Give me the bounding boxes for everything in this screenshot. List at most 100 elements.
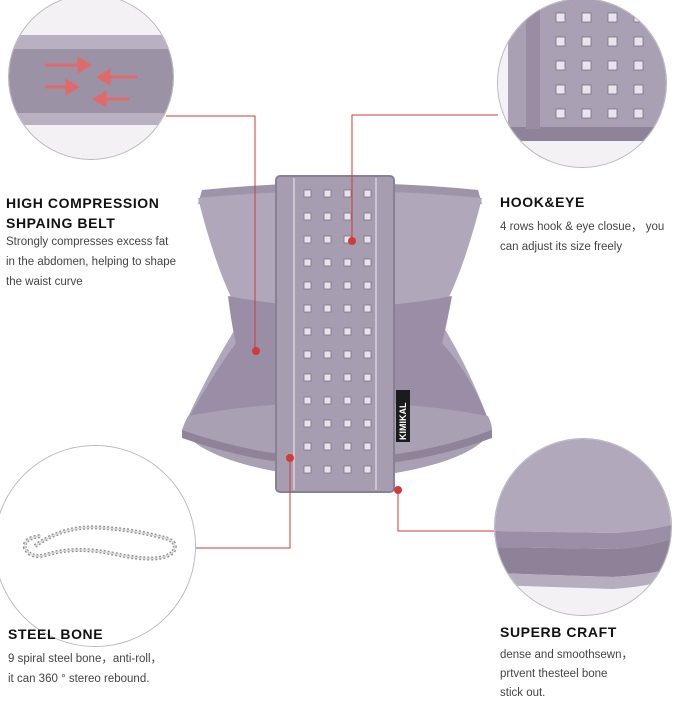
hook-eye [323,281,332,290]
compression-description: Strongly compresses excess fat in the ab… [6,232,176,292]
hook-eye [363,350,372,359]
craft-desc-line-2: prtvent thesteel bone [500,668,608,680]
hook-eye [363,465,372,474]
hook-eye [303,350,312,359]
hook-eye [303,304,312,313]
steel-bone-desc-line-2: it can 360 ° stereo rebound. [8,673,150,685]
compression-desc-line-3: the waist curve [6,276,83,288]
hook-eye [343,189,352,198]
hook-eye [323,189,332,198]
hook-eye [343,419,352,428]
hook-eye [303,442,312,451]
hook-eye [303,327,312,336]
hook-eye [343,373,352,382]
compression-detail-image [8,0,174,160]
hook-eye-detail-image [497,0,667,168]
hook-eye [323,235,332,244]
hook-eye [363,373,372,382]
hook-eye [581,60,592,71]
hook-eye [363,327,372,336]
hook-eye [323,419,332,428]
brand-tag: KIMIKAL [398,402,408,440]
hook-eye [363,396,372,405]
hook-eye [303,465,312,474]
hook-eye-title-line-1: HOOK&EYE [500,194,585,210]
steel-bone-desc-line-1: 9 spiral steel bone，anti-roll， [8,653,163,665]
hook-eye [343,304,352,313]
hook-eye [633,36,644,47]
hook-eye [303,235,312,244]
hook-eye [607,12,618,23]
craft-desc-line-3: stick out. [500,687,546,699]
craft-detail-image [494,438,672,616]
hook-eye-description: 4 rows hook & eye closue， you can adjust… [500,217,664,257]
hook-eye [343,465,352,474]
steel-bone-detail-image [0,445,196,647]
hook-eye [555,12,566,23]
craft-title: SUPERB CRAFT [500,622,617,642]
hook-eye [323,350,332,359]
hook-eye [607,60,618,71]
hook-eye [581,84,592,95]
hook-eye [343,258,352,267]
hook-eye [343,281,352,290]
hook-eye [607,36,618,47]
hook-eye [633,12,644,23]
hook-eye [323,212,332,221]
hook-eye [303,281,312,290]
hook-eye [555,108,566,119]
hook-eye [323,304,332,313]
hook-eye [323,396,332,405]
hook-eye [323,373,332,382]
hook-eye [303,373,312,382]
waist-trainer-product: KIMIKAL [170,168,510,498]
hook-eye [581,12,592,23]
hook-eye [323,465,332,474]
steel-bone-title-line-1: STEEL BONE [8,626,104,642]
hook-eye [323,327,332,336]
hook-eye [343,327,352,336]
hook-eye [323,442,332,451]
hook-eye [363,419,372,428]
hook-eye [303,258,312,267]
hook-eye [555,60,566,71]
hook-eye [633,60,644,71]
hook-eye [363,189,372,198]
hook-eye [343,212,352,221]
hook-eye-desc-line-2: can adjust its size freely [500,241,623,253]
craft-desc-line-1: dense and smoothsewn， [500,649,633,661]
hook-eye [303,396,312,405]
hook-eye [363,235,372,244]
compression-desc-line-2: in the abdomen, helping to shape [6,256,177,268]
craft-title-line-1: SUPERB CRAFT [500,624,617,640]
hook-eye [363,304,372,313]
hook-eye [303,419,312,428]
hook-eye [343,442,352,451]
hook-eye [363,442,372,451]
hook-eye [555,84,566,95]
hook-eye [581,108,592,119]
steel-bone-description: 9 spiral steel bone，anti-roll， it can 36… [8,649,162,689]
compression-title: HIGH COMPRESSION SHPAING BELT [6,193,160,233]
hook-eye [303,189,312,198]
hook-eye [633,108,644,119]
compression-desc-line-1: Strongly compresses excess fat [6,236,169,248]
hook-eye [633,84,644,95]
hook-eye [363,258,372,267]
hook-eye [607,84,618,95]
hook-eye [343,350,352,359]
compression-title-line-2: SHPAING BELT [6,215,116,231]
compression-title-line-1: HIGH COMPRESSION [6,195,160,211]
hook-eye [323,258,332,267]
hook-eye [303,212,312,221]
hook-eye-desc-line-1: 4 rows hook & eye closue， you [500,221,665,233]
hook-eye [363,212,372,221]
hook-eye [581,36,592,47]
craft-description: dense and smoothsewn， prtvent thesteel b… [500,646,633,703]
hook-eye [343,396,352,405]
hook-eye-title: HOOK&EYE [500,192,585,212]
hook-eye [363,281,372,290]
hook-eye [607,108,618,119]
hook-eye [555,36,566,47]
steel-bone-title: STEEL BONE [8,624,103,644]
